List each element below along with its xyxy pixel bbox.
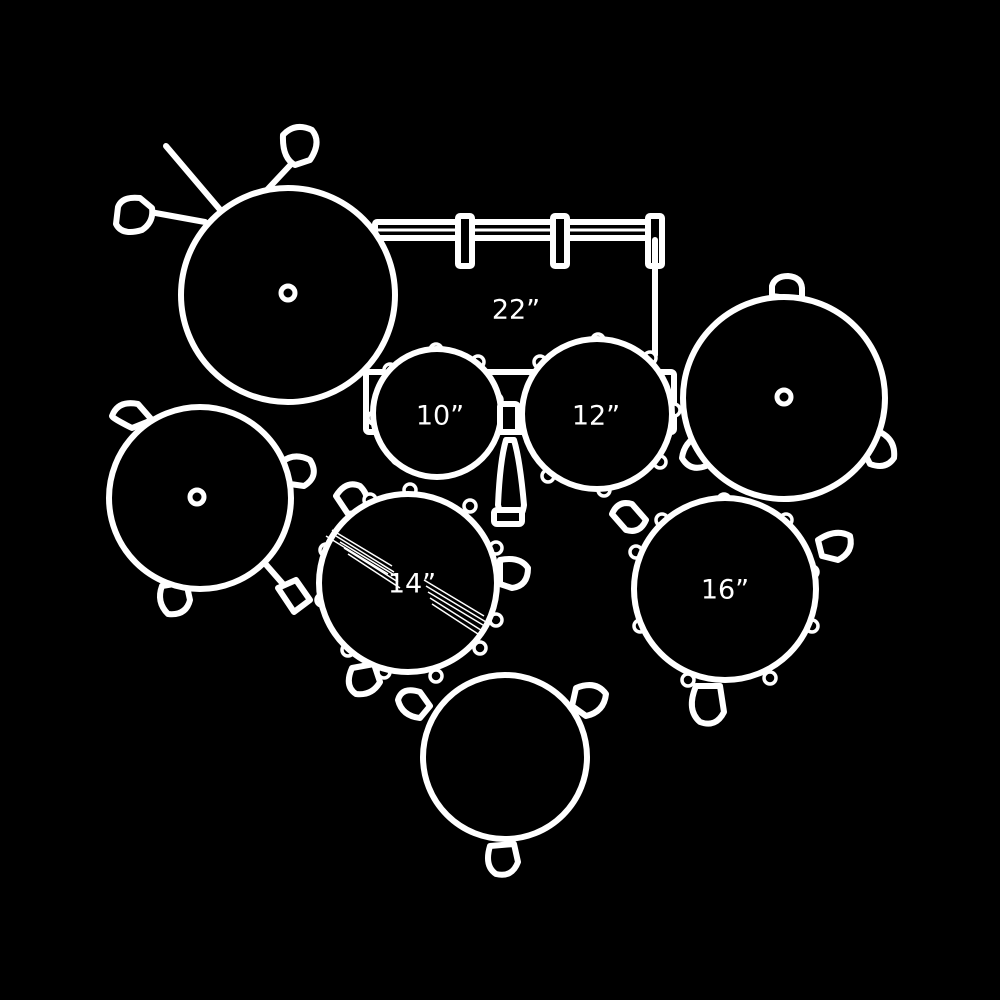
ride-cymbal	[680, 294, 888, 502]
bass-drum-size-label: 22”	[492, 295, 540, 326]
rack-tom-12-size-label: 12”	[572, 401, 620, 432]
rack-tom-12-head	[519, 336, 675, 492]
hi-hat-cymbal	[178, 185, 398, 405]
snare-wires	[325, 529, 489, 635]
hi-hat-cymbal-bell	[278, 283, 298, 303]
crash-cymbal-left-bell	[187, 487, 207, 507]
hi-hat-leg-foot-2	[279, 123, 320, 168]
snare-drum-14-head	[316, 491, 500, 675]
crash-cymbal-stand	[109, 400, 317, 618]
hi-hat-stand	[113, 123, 320, 235]
hi-hat-leg-foot	[113, 194, 156, 235]
rack-tom-12: 12”	[512, 332, 682, 498]
floor-tom-16: 16”	[609, 492, 854, 727]
rack-tom-10-size-label: 10”	[416, 401, 464, 432]
bottom-cymbal-stand	[395, 682, 609, 878]
bottom-cymbal	[420, 672, 590, 842]
bass-drum-pedal	[491, 401, 527, 527]
snare-drum-14: 14”	[314, 481, 531, 698]
ride-cymbal-bell	[774, 387, 794, 407]
floor-tom-16-size-label: 16”	[701, 575, 749, 606]
floor-tom-16-head	[631, 495, 819, 683]
rack-tom-10: 10”	[366, 342, 504, 480]
crash-cymbal-left	[106, 404, 294, 592]
snare-drum-14-size-label: 14”	[388, 569, 436, 600]
